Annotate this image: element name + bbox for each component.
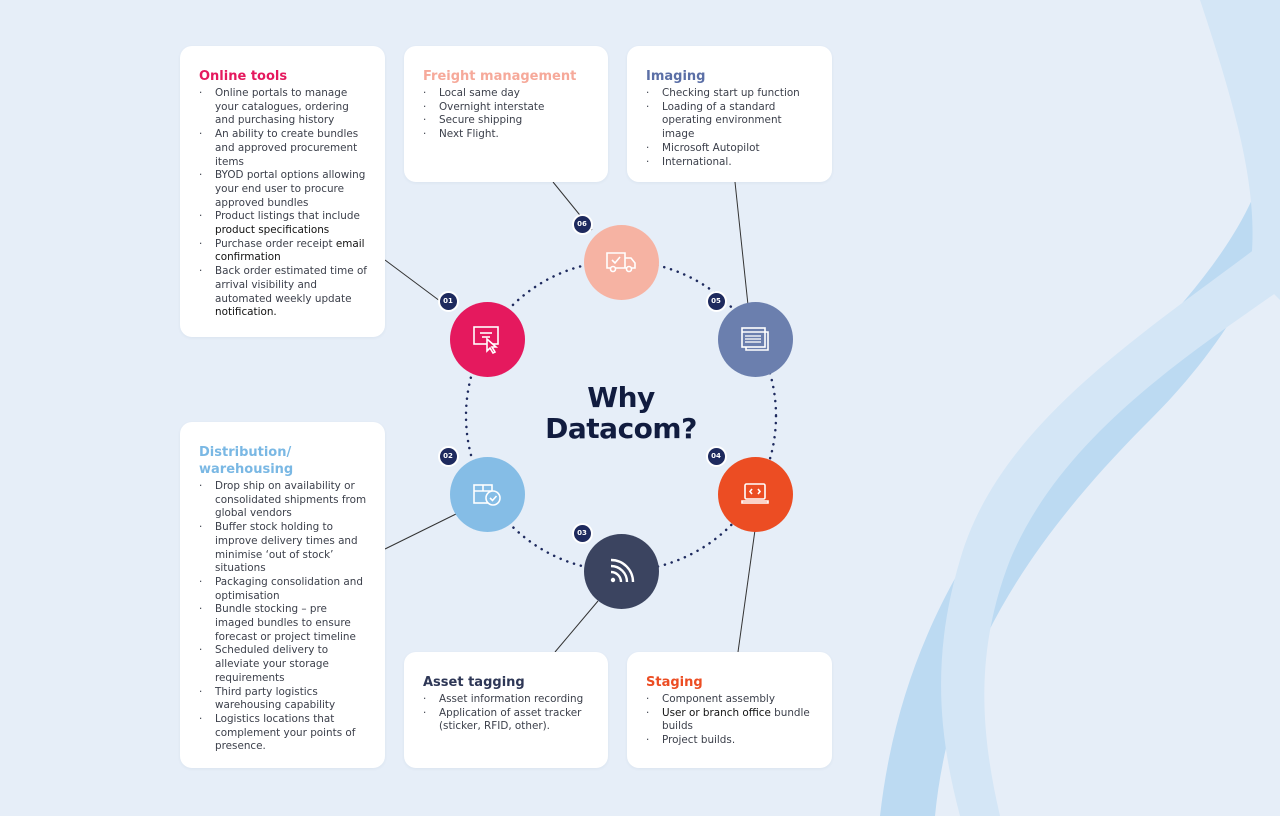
list-item: Secure shipping bbox=[423, 114, 590, 128]
card-distribution: Distribution/ warehousingDrop ship on av… bbox=[180, 422, 385, 768]
list-item: Scheduled delivery to alleviate your sto… bbox=[199, 644, 367, 685]
list-item: Online portals to manage your catalogues… bbox=[199, 87, 367, 128]
item-text: Back order estimated time of arrival vis… bbox=[215, 265, 367, 305]
step-node-06: 06 bbox=[571, 213, 659, 300]
step-number-badge: 06 bbox=[571, 213, 593, 235]
item-text: Logistics locations that complement your… bbox=[215, 712, 356, 753]
list-item: Back order estimated time of arrival vis… bbox=[199, 265, 367, 320]
delivery-truck-icon bbox=[606, 252, 636, 273]
title-line: Datacom? bbox=[545, 412, 697, 445]
step-node-02: 02 bbox=[437, 445, 525, 532]
step-number-badge: 04 bbox=[705, 445, 727, 467]
card-title: Online tools bbox=[199, 69, 288, 84]
card-title: Staging bbox=[646, 675, 703, 690]
laptop-code-icon bbox=[741, 483, 769, 504]
card-title: Freight management bbox=[423, 69, 577, 84]
list-item: BYOD portal options allowing your end us… bbox=[199, 169, 367, 210]
item-text: International. bbox=[662, 155, 732, 168]
card-title: Imaging bbox=[646, 69, 706, 84]
step-node-05: 05 bbox=[705, 290, 793, 377]
item-text: Application of asset tracker (sticker, R… bbox=[439, 706, 582, 733]
card-list: Drop ship on availability or consolidate… bbox=[199, 480, 367, 754]
item-text: Checking start up function bbox=[662, 87, 800, 99]
list-item: Packaging consolidation and optimisation bbox=[199, 576, 367, 603]
box-check-icon bbox=[473, 484, 501, 506]
card-staging: StagingComponent assemblyUser or branch … bbox=[627, 652, 832, 768]
item-text: Online portals to manage your catalogues… bbox=[215, 87, 349, 127]
item-text: Microsoft Autopilot bbox=[662, 141, 760, 154]
item-text: Next Flight. bbox=[439, 128, 499, 141]
list-item: Application of asset tracker (sticker, R… bbox=[423, 707, 590, 734]
step-number-badge: 02 bbox=[437, 445, 459, 467]
card-title: Distribution/ warehousing bbox=[199, 445, 294, 477]
list-item: User or branch office bundle builds bbox=[646, 707, 814, 734]
list-item: Overnight interstate bbox=[423, 101, 590, 115]
page-title: Why Datacom? bbox=[521, 382, 721, 444]
card-freight-management: Freight managementLocal same dayOvernigh… bbox=[404, 46, 608, 182]
item-text: Third party logistics warehousing capabi… bbox=[215, 685, 336, 712]
card-list: Component assemblyUser or branch office … bbox=[646, 693, 814, 748]
list-item: Checking start up function bbox=[646, 87, 814, 101]
list-item: Third party logistics warehousing capabi… bbox=[199, 686, 367, 713]
emphasis-text: notification. bbox=[215, 306, 277, 319]
card-list: Local same dayOvernight interstateSecure… bbox=[423, 87, 590, 142]
item-text: Component assembly bbox=[662, 693, 775, 705]
step-number-badge: 05 bbox=[705, 290, 727, 312]
item-text: Scheduled delivery to alleviate your sto… bbox=[215, 644, 329, 684]
os-image-window-icon bbox=[741, 327, 769, 351]
card-asset-tagging: Asset taggingAsset information recording… bbox=[404, 652, 608, 768]
item-text: Project builds. bbox=[662, 734, 736, 747]
list-item: Loading of a standard operating environm… bbox=[646, 101, 814, 142]
list-item: Bundle stocking – pre imaged bundles to … bbox=[199, 603, 367, 644]
list-item: Microsoft Autopilot bbox=[646, 142, 814, 156]
item-text: BYOD portal options allowing your end us… bbox=[215, 169, 366, 209]
emphasis-text: email confirmation bbox=[215, 237, 365, 264]
item-text: Purchase order receipt bbox=[215, 237, 336, 250]
list-item: An ability to create bundles and approve… bbox=[199, 128, 367, 169]
card-online-tools: Online toolsOnline portals to manage you… bbox=[180, 46, 385, 337]
list-item: Buffer stock holding to improve delivery… bbox=[199, 521, 367, 576]
step-node-04: 04 bbox=[705, 445, 793, 532]
wireless-tag-icon bbox=[610, 558, 635, 583]
card-imaging: ImagingChecking start up functionLoading… bbox=[627, 46, 832, 182]
list-item: Next Flight. bbox=[423, 128, 590, 142]
list-item: Drop ship on availability or consolidate… bbox=[199, 480, 367, 521]
decorative-wave bbox=[941, 230, 1280, 816]
title-line: Why bbox=[587, 381, 655, 414]
emphasis-text: User or branch office bbox=[662, 706, 771, 719]
online-portal-icon bbox=[473, 326, 499, 354]
list-item: Local same day bbox=[423, 87, 590, 101]
card-list: Online portals to manage your catalogues… bbox=[199, 87, 367, 320]
list-item: Project builds. bbox=[646, 734, 814, 748]
item-text: An ability to create bundles and approve… bbox=[215, 128, 359, 168]
item-text: Product listings that include bbox=[215, 210, 360, 223]
list-item: Logistics locations that complement your… bbox=[199, 713, 367, 754]
step-node-03: 03 bbox=[571, 522, 659, 609]
item-text: Drop ship on availability or consolidate… bbox=[215, 480, 367, 520]
list-item: International. bbox=[646, 156, 814, 170]
item-text: Overnight interstate bbox=[439, 100, 545, 113]
list-item: Component assembly bbox=[646, 693, 814, 707]
item-text: bundle builds bbox=[662, 706, 810, 733]
list-item: Product listings that include product sp… bbox=[199, 210, 367, 237]
step-number-badge: 01 bbox=[437, 290, 459, 312]
emphasis-text: product specifications bbox=[215, 224, 330, 237]
item-text: Bundle stocking – pre imaged bundles to … bbox=[215, 603, 356, 643]
item-text: Secure shipping bbox=[439, 114, 523, 127]
card-title: Asset tagging bbox=[423, 675, 525, 690]
list-item: Purchase order receipt email confirmatio… bbox=[199, 238, 367, 265]
step-number-badge: 03 bbox=[571, 522, 593, 544]
item-text: Loading of a standard operating environm… bbox=[662, 100, 782, 141]
step-node-01: 01 bbox=[437, 290, 525, 377]
item-text: Asset information recording bbox=[439, 693, 584, 705]
item-text: Buffer stock holding to improve delivery… bbox=[215, 521, 358, 575]
card-list: Asset information recordingApplication o… bbox=[423, 693, 590, 734]
list-item: Asset information recording bbox=[423, 693, 590, 707]
item-text: Local same day bbox=[439, 87, 520, 99]
decorative-wave bbox=[1200, 0, 1280, 300]
item-text: Packaging consolidation and optimisation bbox=[215, 575, 363, 602]
card-list: Checking start up functionLoading of a s… bbox=[646, 87, 814, 169]
